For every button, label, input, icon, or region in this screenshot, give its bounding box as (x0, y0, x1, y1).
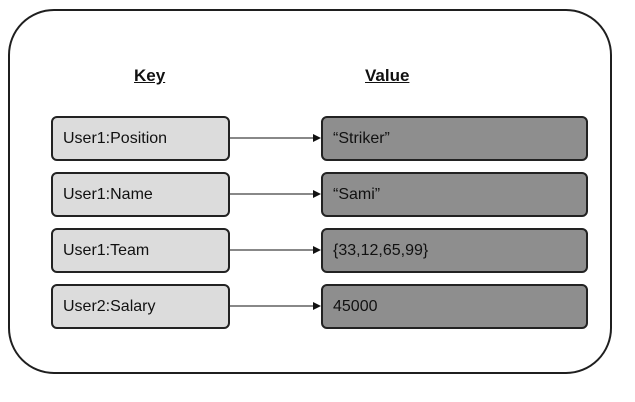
key-box: User2:Salary (51, 284, 230, 329)
key-box: User1:Position (51, 116, 230, 161)
key-box: User1:Team (51, 228, 230, 273)
key-column-heading: Key (134, 66, 166, 85)
key-box: User1:Name (51, 172, 230, 217)
value-box: “Sami” (321, 172, 588, 217)
value-box: {33,12,65,99} (321, 228, 588, 273)
value-box: “Striker” (321, 116, 588, 161)
value-column-heading: Value (365, 66, 410, 85)
value-box: 45000 (321, 284, 588, 329)
